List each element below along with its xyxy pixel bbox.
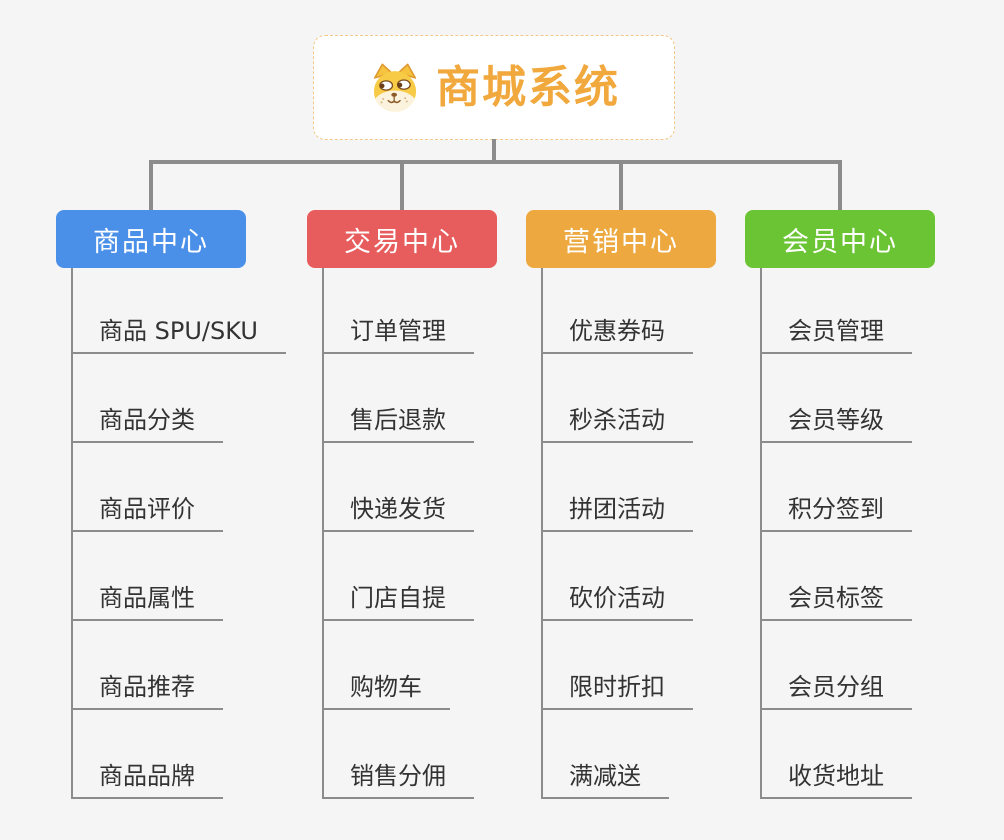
branch-item[interactable]: 购物车 (322, 670, 450, 710)
connector-root-stub (492, 139, 496, 162)
branch-product-center: 商品中心 商品 SPU/SKU 商品分类商品评价商品属性商品推荐商品品牌 (56, 210, 341, 820)
root-title: 商城系统 (436, 61, 620, 113)
branch-member-center: 会员中心 会员管理会员等级积分签到会员标签会员分组收货地址 (745, 210, 1004, 820)
branch-item[interactable]: 商品推荐 (71, 670, 223, 710)
connector-drop-trade (400, 160, 404, 210)
branch-items: 会员管理会员等级积分签到会员标签会员分组收货地址 (745, 210, 1004, 820)
branch-item[interactable]: 会员管理 (760, 314, 912, 354)
branch-item[interactable]: 会员分组 (760, 670, 912, 710)
branch-item[interactable]: 商品分类 (71, 403, 223, 443)
branch-items: 订单管理售后退款快递发货门店自提购物车销售分佣 (307, 210, 592, 820)
branch-header[interactable]: 交易中心 (307, 210, 497, 268)
connector-drop-marketing (619, 160, 623, 210)
branch-trunk-line (541, 268, 543, 799)
branch-item[interactable]: 满减送 (541, 759, 669, 799)
branch-trunk-line (760, 268, 762, 799)
branch-item[interactable]: 收货地址 (760, 759, 912, 799)
shiba-dog-icon (368, 62, 422, 114)
branch-item[interactable]: 销售分佣 (322, 759, 474, 799)
branch-item[interactable]: 商品属性 (71, 581, 223, 621)
branch-item[interactable]: 门店自提 (322, 581, 474, 621)
branch-item[interactable]: 砍价活动 (541, 581, 693, 621)
branch-items: 优惠券码秒杀活动拼团活动砍价活动限时折扣满减送 (526, 210, 811, 820)
branch-trunk-line (71, 268, 73, 799)
branch-item[interactable]: 售后退款 (322, 403, 474, 443)
branch-marketing-center: 营销中心 优惠券码秒杀活动拼团活动砍价活动限时折扣满减送 (526, 210, 811, 820)
branch-item[interactable]: 商品品牌 (71, 759, 223, 799)
branch-item[interactable]: 积分签到 (760, 492, 912, 532)
branch-trade-center: 交易中心 订单管理售后退款快递发货门店自提购物车销售分佣 (307, 210, 592, 820)
branch-item[interactable]: 优惠券码 (541, 314, 693, 354)
branch-item[interactable]: 秒杀活动 (541, 403, 693, 443)
branch-trunk-line (322, 268, 324, 799)
branch-item[interactable]: 拼团活动 (541, 492, 693, 532)
branch-header[interactable]: 营销中心 (526, 210, 716, 268)
branch-item[interactable]: 订单管理 (322, 314, 474, 354)
connector-horizontal-bar (149, 160, 842, 164)
branch-items: 商品 SPU/SKU 商品分类商品评价商品属性商品推荐商品品牌 (56, 210, 341, 820)
branch-item[interactable]: 会员标签 (760, 581, 912, 621)
branch-item[interactable]: 会员等级 (760, 403, 912, 443)
branch-item[interactable]: 限时折扣 (541, 670, 693, 710)
branch-header[interactable]: 商品中心 (56, 210, 246, 268)
connector-drop-member (838, 160, 842, 210)
branch-item[interactable]: 商品评价 (71, 492, 223, 532)
branch-header[interactable]: 会员中心 (745, 210, 935, 268)
root-node[interactable]: 商城系统 (313, 35, 675, 140)
connector-drop-product (149, 160, 153, 210)
branch-item[interactable]: 商品 SPU/SKU (71, 314, 286, 354)
branch-item[interactable]: 快递发货 (322, 492, 474, 532)
